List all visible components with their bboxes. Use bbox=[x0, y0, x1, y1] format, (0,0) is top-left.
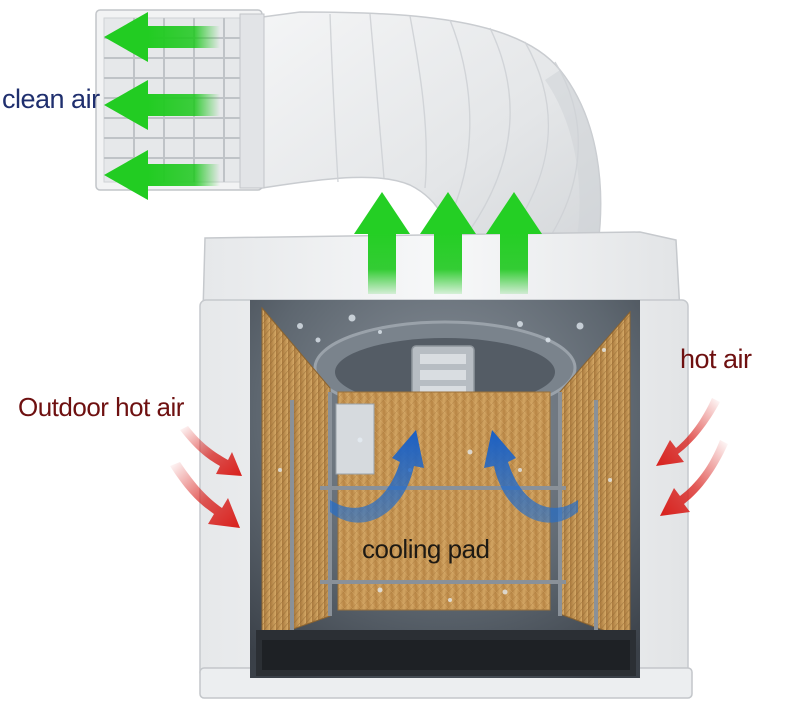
cooled-air-arrow-left bbox=[330, 430, 424, 523]
outdoor-hot-air-arrows bbox=[170, 426, 242, 528]
upward-air-arrows bbox=[354, 192, 542, 294]
cooling-pad-label: cooling pad bbox=[362, 534, 490, 564]
clean-air-arrow-3 bbox=[104, 150, 220, 200]
control-box bbox=[335, 403, 375, 475]
up-arrow-2 bbox=[420, 192, 476, 294]
cooled-air-arrow-right bbox=[484, 430, 578, 523]
up-arrow-1 bbox=[354, 192, 410, 294]
hot-air-arrow-left-2 bbox=[170, 462, 240, 528]
clean-air-arrow-2 bbox=[104, 80, 220, 130]
cooled-air-arrows bbox=[330, 430, 578, 523]
hot-air-label: hot air bbox=[680, 344, 752, 374]
frame-rails bbox=[290, 392, 598, 630]
cooler-interior bbox=[256, 306, 636, 676]
hot-air-arrow-left-1 bbox=[180, 426, 242, 476]
outdoor-hot-air-label: Outdoor hot air bbox=[18, 392, 184, 422]
clean-air-arrows bbox=[104, 12, 220, 200]
hot-air-arrow-right-1 bbox=[656, 398, 720, 466]
up-arrow-3 bbox=[486, 192, 542, 294]
hot-air-arrow-right-2 bbox=[660, 440, 728, 516]
hot-air-arrows-right bbox=[656, 398, 728, 516]
clean-air-label: clean air bbox=[2, 84, 100, 114]
clean-air-arrow-1 bbox=[104, 12, 220, 62]
